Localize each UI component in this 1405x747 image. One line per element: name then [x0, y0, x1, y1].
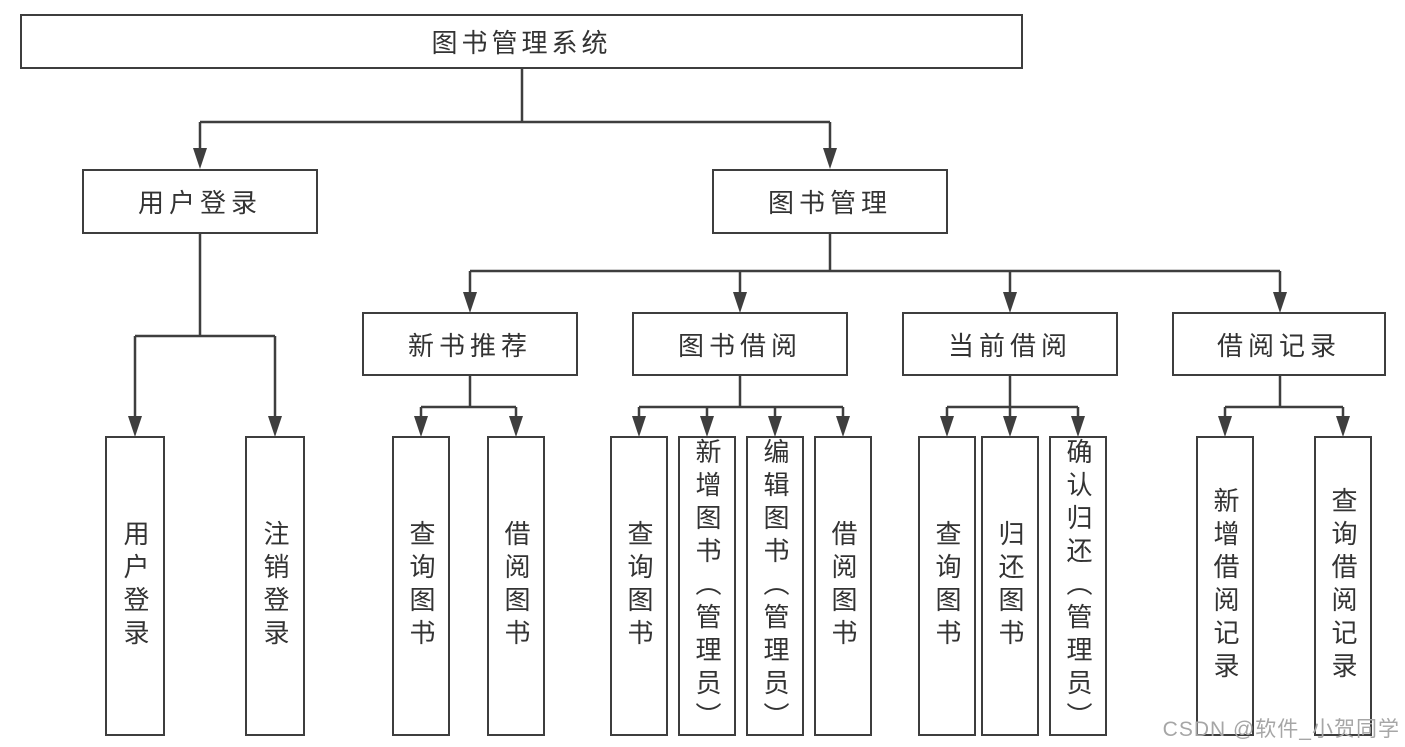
- leaf-edit-book-admin: 编辑图书（管理员）: [746, 436, 804, 736]
- arrowhead-icon: [1336, 416, 1350, 437]
- node-label: 查询图书: [406, 520, 436, 652]
- node-label: 图书借阅: [677, 330, 802, 361]
- leaf-borrow-books-recommend: 借阅图书: [487, 436, 545, 736]
- arrowhead-icon: [1273, 292, 1287, 313]
- leaf-query-books-recommend: 查询图书: [392, 436, 450, 736]
- arrowhead-icon: [268, 416, 282, 437]
- arrowhead-icon: [463, 292, 477, 313]
- arrowhead-icon: [414, 416, 428, 437]
- leaf-add-book-admin: 新增图书（管理员）: [678, 436, 736, 736]
- node-label: 查询图书: [624, 520, 654, 652]
- watermark: CSDN @软件_小贺同学: [1162, 718, 1400, 741]
- arrowhead-icon: [193, 148, 207, 169]
- node-book-management: 图书管理: [712, 169, 948, 234]
- node-user-login: 用户登录: [82, 169, 318, 234]
- leaf-query-borrow-record: 查询借阅记录: [1314, 436, 1372, 736]
- arrowhead-icon: [733, 292, 747, 313]
- node-book-borrow: 图书借阅: [632, 312, 848, 376]
- arrowhead-icon: [1003, 292, 1017, 313]
- arrowhead-icon: [128, 416, 142, 437]
- arrowhead-icon: [509, 416, 523, 437]
- arrowhead-icon: [1003, 416, 1017, 437]
- leaf-logout: 注销登录: [245, 436, 305, 736]
- node-label: 新增借阅记录: [1210, 487, 1240, 685]
- node-label: 归还图书: [995, 520, 1025, 652]
- arrowhead-icon: [1218, 416, 1232, 437]
- node-label: 新书推荐: [407, 330, 532, 361]
- connector-path: [133, 69, 1345, 420]
- leaf-borrow-books: 借阅图书: [814, 436, 872, 736]
- node-label: 查询图书: [932, 520, 962, 652]
- node-label: 用户登录: [120, 520, 150, 652]
- leaf-add-borrow-record: 新增借阅记录: [1196, 436, 1254, 736]
- leaf-query-books-current: 查询图书: [918, 436, 976, 736]
- arrowhead-icon: [823, 148, 837, 169]
- node-label: 借阅记录: [1216, 330, 1341, 361]
- node-label: 查询借阅记录: [1328, 487, 1358, 685]
- node-label: 借阅图书: [828, 520, 858, 652]
- arrowhead-icon: [836, 416, 850, 437]
- node-label: 注销登录: [260, 520, 290, 652]
- leaf-return-books: 归还图书: [981, 436, 1039, 736]
- node-label: 用户登录: [137, 188, 262, 218]
- arrowhead-icon: [940, 416, 954, 437]
- node-current-borrow: 当前借阅: [902, 312, 1118, 376]
- node-label: 编辑图书（管理员）: [760, 437, 790, 735]
- arrowheads: [128, 148, 1350, 437]
- node-label: 确认归还（管理员）: [1063, 437, 1093, 735]
- arrowhead-icon: [768, 416, 782, 437]
- node-label: 当前借阅: [947, 330, 1072, 361]
- arrowhead-icon: [1071, 416, 1085, 437]
- leaf-confirm-return-admin: 确认归还（管理员）: [1049, 436, 1107, 736]
- node-label: 图书管理系统: [431, 28, 612, 58]
- leaf-user-login: 用户登录: [105, 436, 165, 736]
- node-label: 借阅图书: [501, 520, 531, 652]
- arrowhead-icon: [632, 416, 646, 437]
- leaf-query-books-borrow: 查询图书: [610, 436, 668, 736]
- node-label: 图书管理: [767, 188, 892, 218]
- node-system: 图书管理系统: [20, 14, 1023, 69]
- node-label: 新增图书（管理员）: [692, 437, 722, 735]
- arrowhead-icon: [700, 416, 714, 437]
- node-borrow-records: 借阅记录: [1172, 312, 1386, 376]
- node-new-book-recommend: 新书推荐: [362, 312, 578, 376]
